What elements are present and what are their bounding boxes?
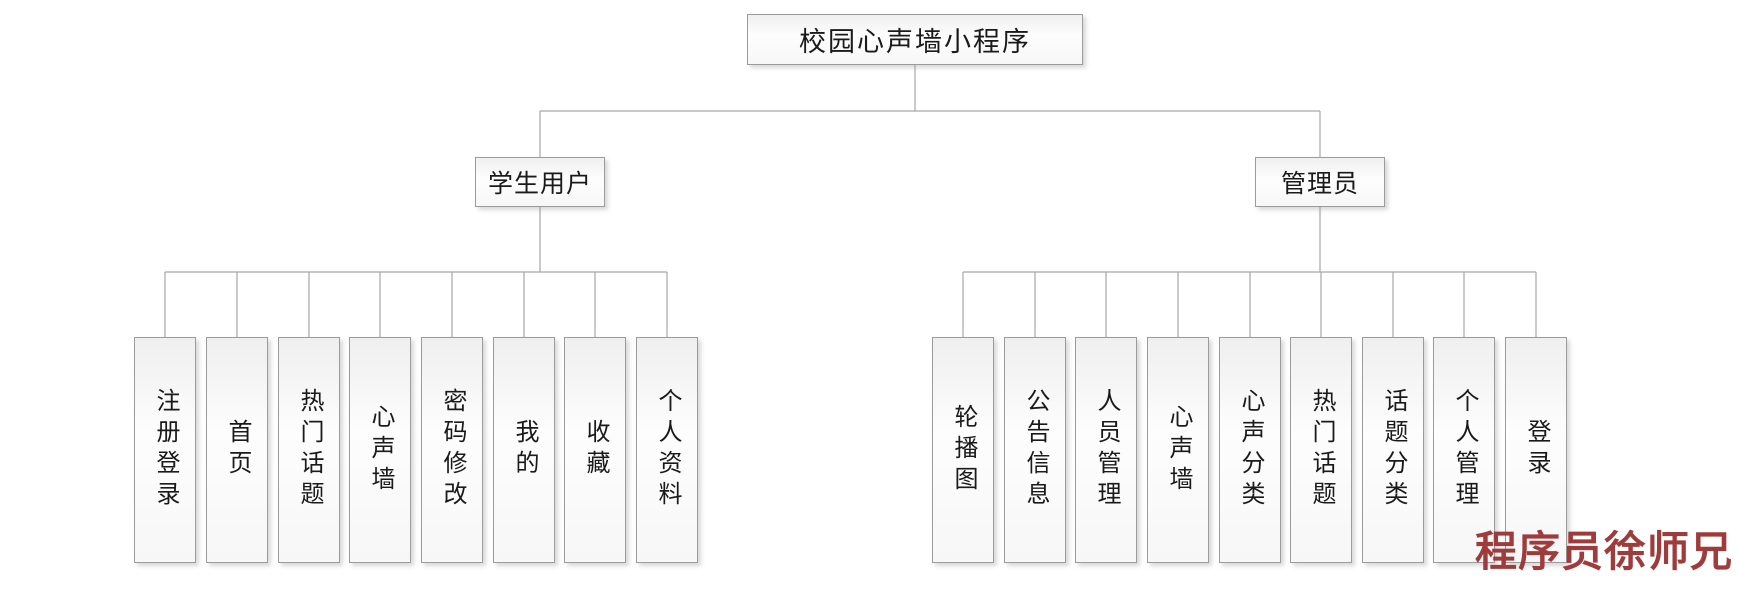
- watermark-text: 程序员徐师兄: [1475, 530, 1734, 576]
- leaf-node-mine: 我的: [493, 337, 555, 563]
- leaf-node-label: 收藏: [582, 419, 608, 481]
- leaf-node-personnel-management: 人员管理: [1075, 337, 1137, 563]
- leaf-node-label: 注册登录: [152, 388, 178, 512]
- leaf-node-login: 登录: [1505, 337, 1567, 563]
- leaf-node-voice-wall-admin: 心声墙: [1147, 337, 1209, 563]
- leaf-node-home: 首页: [206, 337, 268, 563]
- leaf-node-hot-topics-admin: 热门话题: [1290, 337, 1352, 563]
- leaf-node-label: 密码修改: [439, 388, 465, 512]
- leaf-node-topic-category: 话题分类: [1362, 337, 1424, 563]
- branch-node-label: 学生用户: [487, 171, 592, 198]
- leaf-node-carousel: 轮播图: [932, 337, 994, 563]
- leaf-node-hot-topics: 热门话题: [278, 337, 340, 563]
- leaf-node-label: 我的: [511, 419, 537, 481]
- root-node-label: 校园心声墙小程序: [799, 27, 1031, 57]
- leaf-node-announcement-info: 公告信息: [1004, 337, 1066, 563]
- leaf-node-label: 热门话题: [296, 388, 322, 512]
- leaf-node-voice-category: 心声分类: [1219, 337, 1281, 563]
- leaf-node-label: 个人管理: [1451, 388, 1477, 512]
- leaf-node-label: 心声分类: [1237, 388, 1263, 512]
- leaf-node-personal-management: 个人管理: [1433, 337, 1495, 563]
- leaf-node-label: 话题分类: [1380, 388, 1406, 512]
- leaf-node-register-login: 注册登录: [134, 337, 196, 563]
- branch-node-label: 管理员: [1280, 171, 1359, 198]
- leaf-node-password-change: 密码修改: [421, 337, 483, 563]
- leaf-node-label: 轮播图: [950, 403, 976, 497]
- leaf-node-label: 热门话题: [1308, 388, 1334, 512]
- leaf-node-profile: 个人资料: [636, 337, 698, 563]
- leaf-node-label: 公告信息: [1022, 388, 1048, 512]
- root-node-app-title: 校园心声墙小程序: [747, 14, 1083, 65]
- leaf-node-label: 人员管理: [1093, 388, 1119, 512]
- leaf-node-label: 首页: [224, 419, 250, 481]
- branch-node-student-user: 学生用户: [475, 157, 605, 207]
- branch-node-admin: 管理员: [1255, 157, 1385, 207]
- leaf-node-label: 登录: [1523, 419, 1549, 481]
- leaf-node-favorites: 收藏: [564, 337, 626, 563]
- leaf-node-label: 个人资料: [654, 388, 680, 512]
- leaf-node-label: 心声墙: [367, 403, 393, 497]
- leaf-node-label: 心声墙: [1165, 403, 1191, 497]
- leaf-node-voice-wall: 心声墙: [349, 337, 411, 563]
